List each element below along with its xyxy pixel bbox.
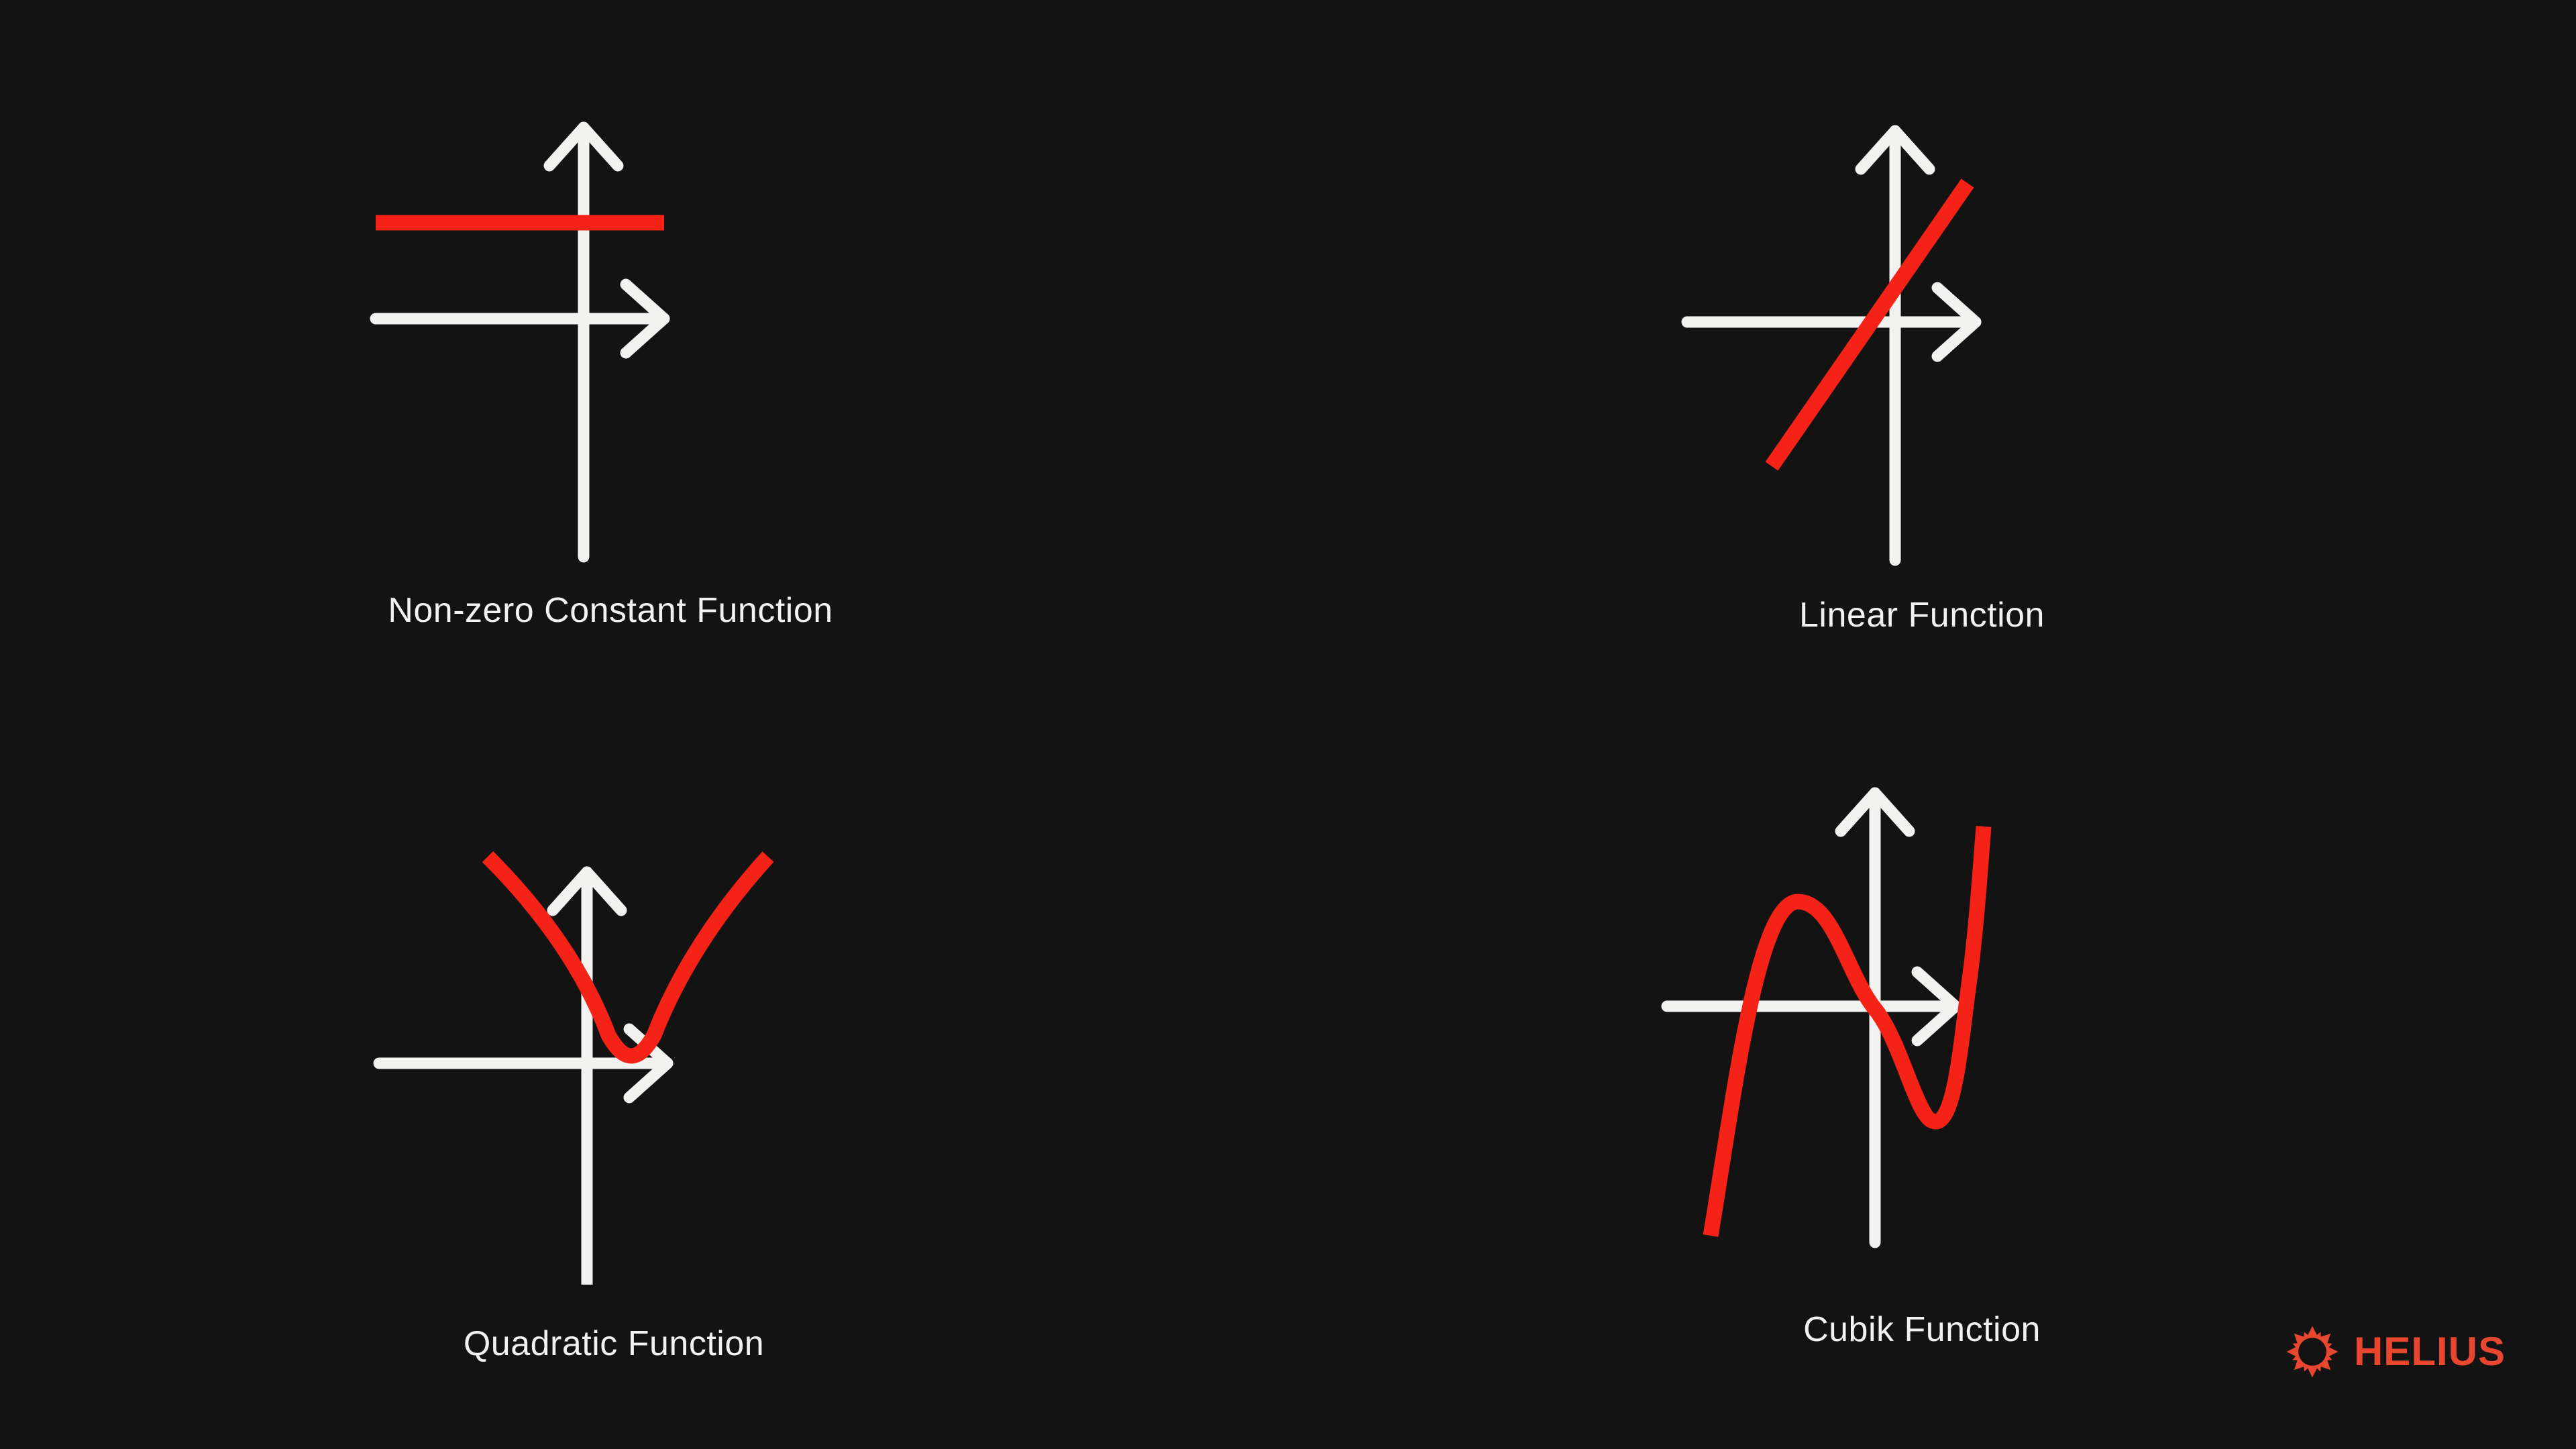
- y-axis-linear: [1855, 125, 1935, 566]
- brand-logo: HELIUS: [2286, 1325, 2506, 1379]
- figure-cubic: Cubik Function: [1288, 724, 2576, 1449]
- y-axis-arrowhead-icon: [1835, 787, 1915, 837]
- plot-wrap-constant: [362, 101, 859, 570]
- sunburst-core: [2298, 1338, 2326, 1366]
- y-axis-arrowhead-icon: [1855, 125, 1935, 175]
- figure-quadratic: Quadratic Function: [0, 724, 1288, 1449]
- linear-curve: [1765, 178, 1974, 471]
- x-axis-constant: [370, 278, 670, 359]
- figure-caption-linear: Linear Function: [1799, 596, 2045, 635]
- linear-function-plot: [1681, 125, 1982, 566]
- constant-function-plot: [370, 121, 670, 563]
- quadratic-function-plot: [373, 851, 774, 1285]
- x-axis-arrowhead-icon: [1911, 966, 1962, 1046]
- y-axis-constant: [543, 121, 624, 563]
- cubic-curve: [1703, 826, 1992, 1237]
- figure-non-zero-constant: Non-zero Constant Function: [0, 0, 1288, 724]
- quadratic-curve: [482, 851, 774, 1064]
- x-axis-arrowhead-icon: [1931, 282, 1982, 362]
- sunburst-icon: [2286, 1326, 2339, 1378]
- figure-caption-constant: Non-zero Constant Function: [388, 591, 833, 630]
- y-axis-quadratic: [547, 866, 627, 1285]
- brand-wordmark: HELIUS: [2353, 1329, 2506, 1374]
- x-axis-arrowhead-icon: [620, 278, 670, 359]
- plot-wrap-cubic: [1654, 773, 2190, 1283]
- figure-caption-cubic: Cubik Function: [1803, 1310, 2041, 1349]
- y-axis-arrowhead-icon: [543, 121, 624, 172]
- figure-linear: Linear Function: [1288, 0, 2576, 724]
- x-axis-linear: [1681, 282, 1982, 362]
- figure-caption-quadratic: Quadratic Function: [463, 1324, 765, 1363]
- cubic-function-plot: [1661, 787, 1992, 1248]
- plot-wrap-quadratic: [366, 775, 862, 1285]
- x-axis-quadratic: [373, 1023, 674, 1104]
- x-axis-cubic: [1661, 966, 1962, 1046]
- y-axis-arrowhead-icon: [547, 866, 627, 916]
- plot-wrap-linear: [1674, 104, 2170, 574]
